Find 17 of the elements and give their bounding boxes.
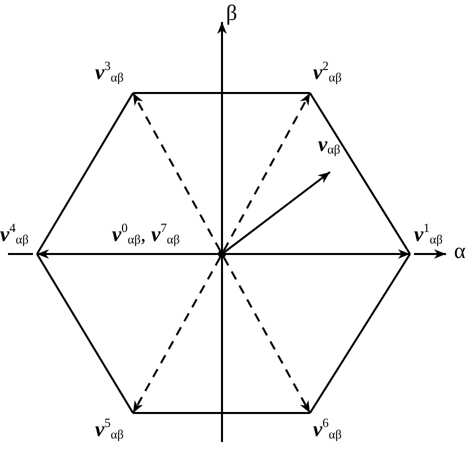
axis-label: α [454, 240, 466, 262]
origin-dot [218, 250, 226, 258]
hexagon-side [309, 253, 411, 414]
dashed-vector-arrow [132, 92, 221, 251]
vector-arrow [224, 171, 331, 252]
vector-arrow [37, 249, 218, 259]
hexagon-side [133, 412, 310, 414]
vector-arrow [226, 249, 410, 259]
hexagon-side [133, 92, 310, 94]
hexagon-side [309, 92, 411, 255]
dashed-vector-arrow [132, 257, 221, 414]
dashed-vector-arrow [223, 257, 311, 414]
axis-label: β [226, 2, 238, 24]
hexagon-side [36, 253, 134, 414]
hexagon-side [36, 92, 134, 255]
vector-label: v$_{αβ}$ [318, 134, 340, 156]
dashed-vector-arrow [223, 92, 311, 251]
